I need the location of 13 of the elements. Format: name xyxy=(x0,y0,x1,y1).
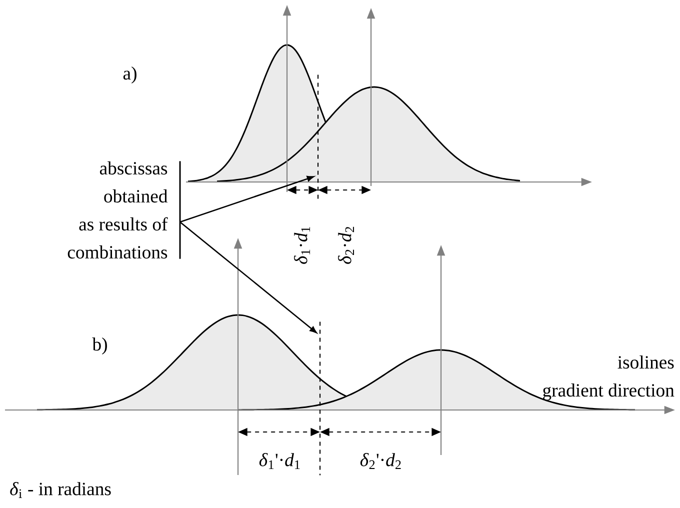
axis-label: isolines gradient direction xyxy=(543,356,674,400)
arrow xyxy=(180,176,314,223)
formula-label: δ$_{1}$·d$_{1}$ xyxy=(294,227,310,264)
formula-label: δ$_{2}$'·d$_{2}$ xyxy=(360,453,401,469)
bracket-label: abscissas obtained as results of combinations xyxy=(68,161,181,259)
dashed-line xyxy=(317,74,319,200)
note-text: δ$_{i}$ - in radians xyxy=(10,482,111,498)
dashed-line xyxy=(319,322,321,476)
formula-label: δ$_{2}$·d$_{2}$ xyxy=(338,226,354,264)
panel-label: b) xyxy=(92,338,107,354)
formula-label: δ$_{1}$'·d$_{1}$ xyxy=(259,453,300,469)
arrow xyxy=(180,221,317,334)
panel-label: a) xyxy=(123,66,136,84)
